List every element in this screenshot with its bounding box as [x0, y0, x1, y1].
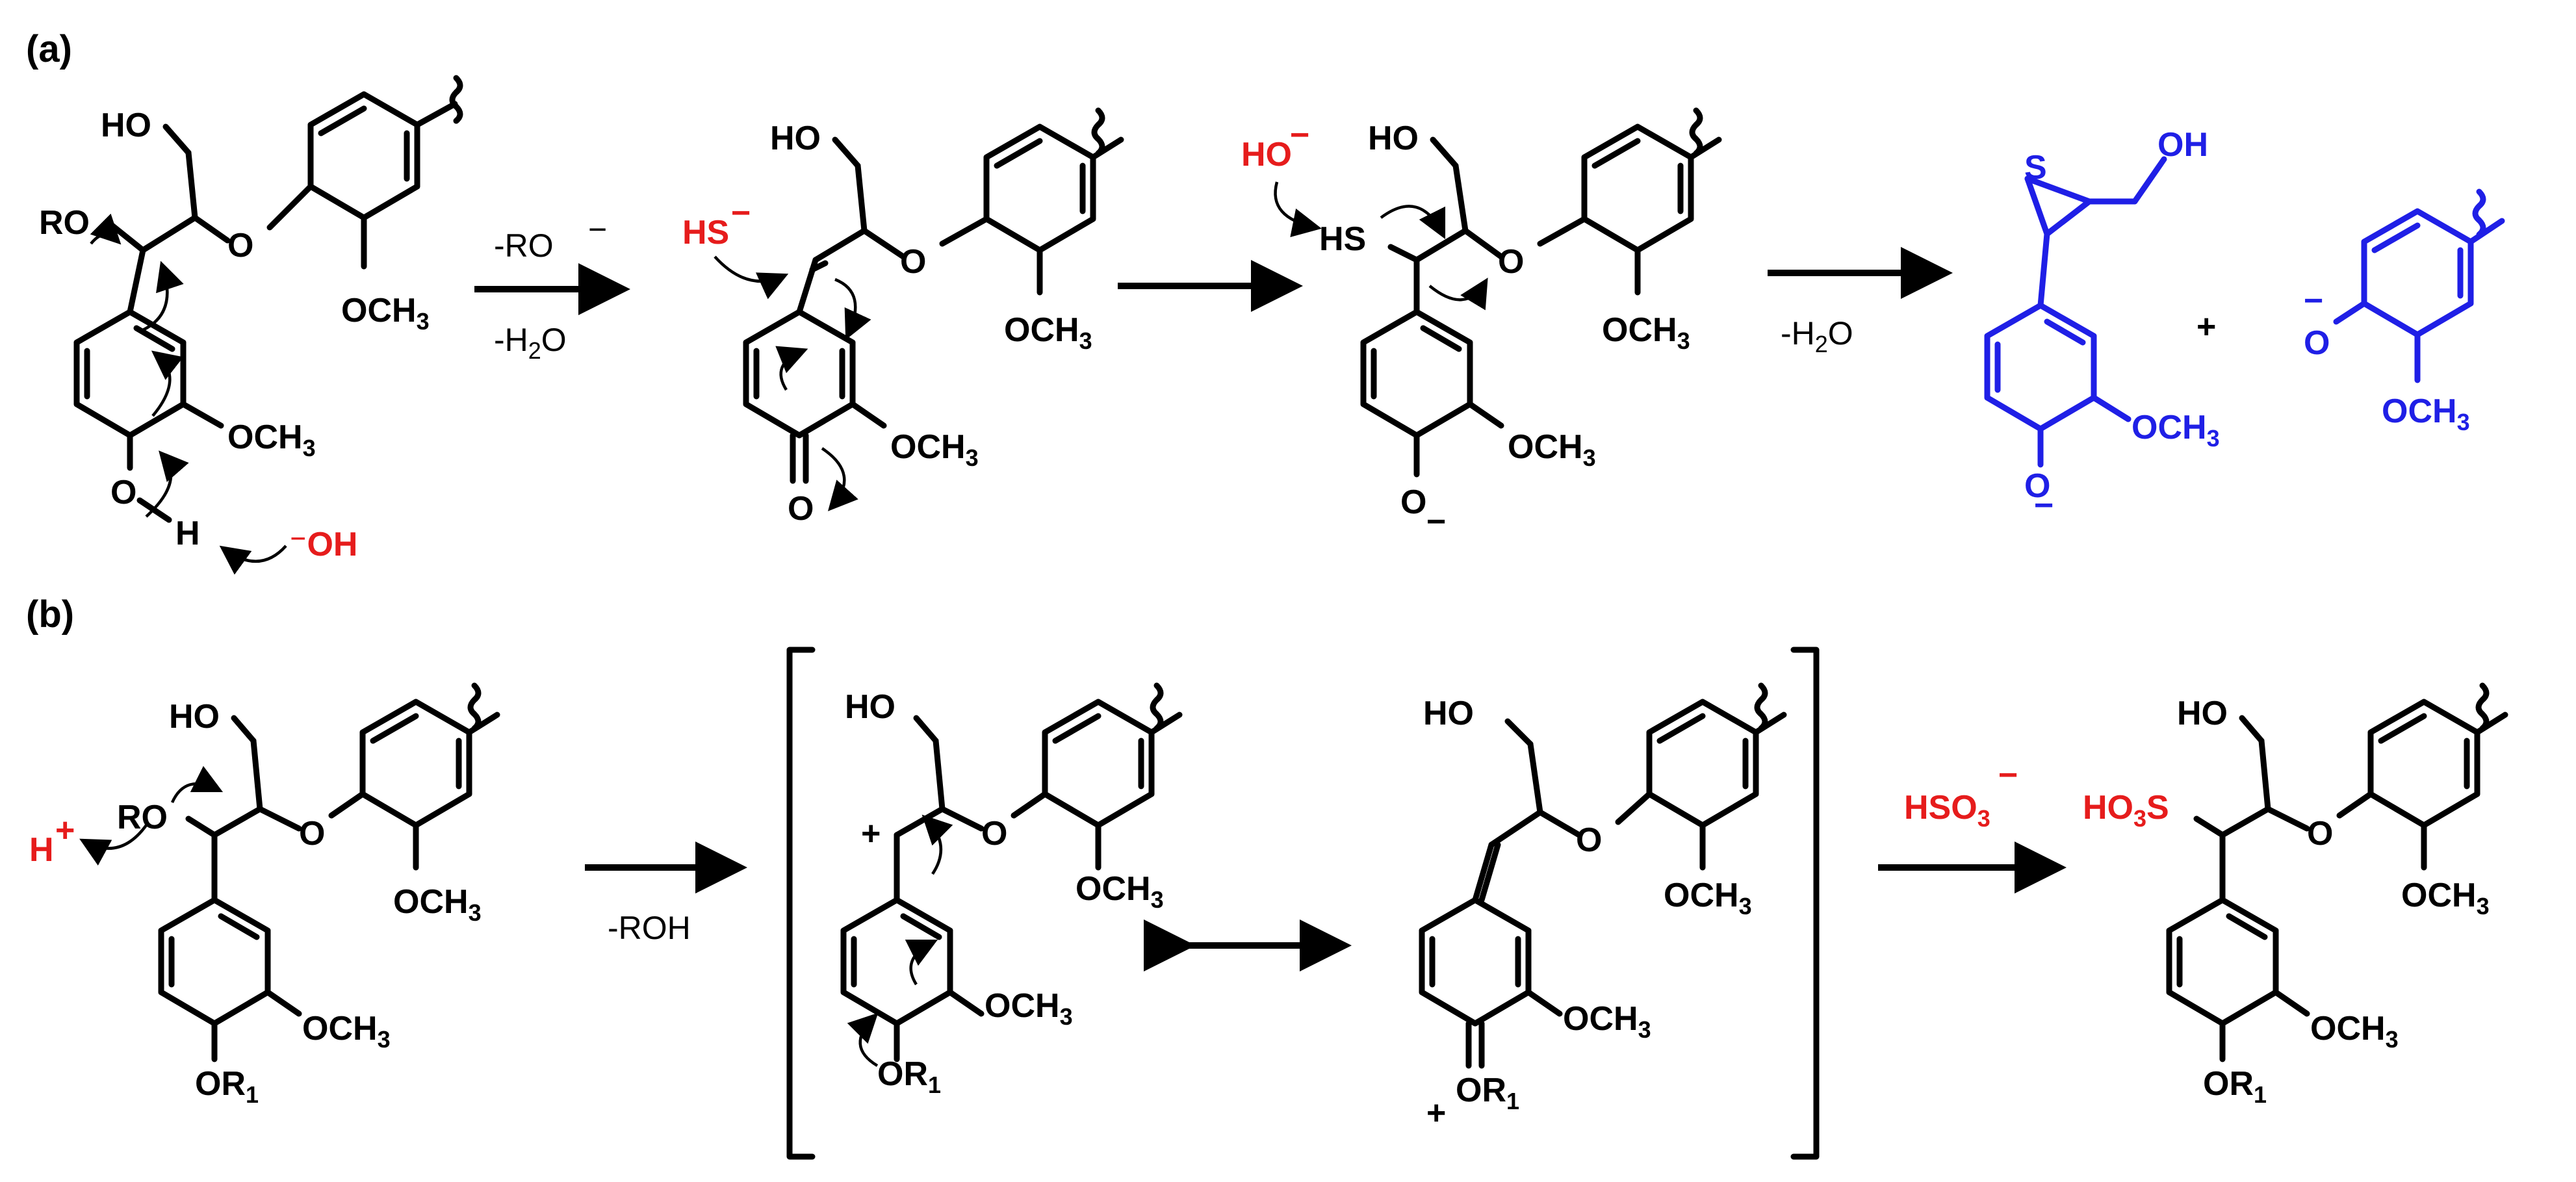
thiirane-o-minus: − [2034, 487, 2054, 524]
product-phenolate: O − OCH3 [2304, 188, 2505, 435]
b-step2-top: HSO3 [1904, 789, 1990, 832]
a-step1-top: -RO [494, 227, 554, 264]
b4-ether-o: O [2307, 815, 2333, 853]
a2-hs: HS [682, 214, 729, 251]
b4-och3-top: OCH3 [2401, 877, 2490, 919]
a2-och3-top: OCH3 [1004, 311, 1092, 354]
bracket-right [1790, 647, 1820, 1160]
a3-ether-o: O [1498, 243, 1524, 281]
a3-och3-ring: OCH3 [1508, 428, 1596, 471]
b-step1-bottom: -ROH [608, 910, 691, 946]
thiirane-o: O [2024, 467, 2050, 505]
structure-b2: HO + O OCH3 OCH3 OR1 [840, 682, 1183, 1098]
a3-phenolate-minus: − [1426, 503, 1446, 541]
product-thiirane: S OH OCH3 O − [1984, 126, 2220, 524]
phenolate-o: O [2304, 324, 2330, 362]
phenolate-o-minus: − [2304, 282, 2323, 320]
b4-ho: HO [2177, 695, 2228, 732]
structure-b1: HO RO O OCH3 OCH3 OR1 H + [29, 682, 500, 1108]
thiirane-oh: OH [2157, 126, 2208, 164]
b2-ho: HO [845, 688, 895, 726]
panel-label-b: (b) [26, 593, 74, 636]
panel-label-a: (a) [26, 28, 72, 70]
b3-or1: OR1 [1456, 1072, 1519, 1114]
a-step1-top-minus: − [588, 211, 607, 248]
b3-plus: + [1426, 1094, 1446, 1132]
a2-ho: HO [770, 120, 821, 157]
b2-plus: + [861, 815, 881, 853]
a1-ro: RO [39, 204, 90, 242]
a1-hydroxide: ⁻OH [289, 526, 357, 563]
b-step2-top-minus: − [1998, 756, 2018, 794]
a1-h: H [175, 515, 200, 552]
b1-ether-o: O [299, 815, 325, 853]
b4-och3-ring: OCH3 [2310, 1010, 2399, 1053]
structure-b4: HO HO3S O OCH3 OCH3 OR1 [2083, 682, 2508, 1108]
b1-h-plus: H [29, 831, 54, 869]
thiirane-s: S [2024, 149, 2047, 186]
a2-ether-o: O [900, 243, 926, 281]
a1-och3-top: OCH3 [341, 292, 430, 335]
b2-ether-o: O [981, 815, 1007, 853]
a-step3-bottom: -H2O [1781, 315, 1853, 357]
a3-sh: HS [1319, 220, 1366, 258]
a-step1-bottom: -H2O [494, 322, 567, 364]
a1-ether-o: O [227, 227, 253, 264]
a3-ho: HO [1368, 120, 1419, 157]
structure-a1: HO RO O OCH3 OCH3 O H ⁻OH [39, 75, 463, 575]
structure-a2: HO O OCH3 OCH3 O HS − [682, 107, 1124, 528]
b1-och3-top: OCH3 [393, 883, 482, 926]
product-plus: + [2196, 308, 2216, 346]
a3-phenolate-o: O [1400, 483, 1426, 521]
a3-ho: HO [1241, 136, 1292, 173]
b1-or1: OR1 [195, 1065, 259, 1108]
bracket-left [786, 647, 816, 1160]
b2-och3-top: OCH3 [1075, 870, 1164, 913]
b1-och3-ring: OCH3 [302, 1010, 391, 1053]
phenolate-och3: OCH3 [2382, 392, 2470, 435]
b4-or1: OR1 [2203, 1065, 2267, 1108]
a3-och3-top: OCH3 [1602, 311, 1690, 354]
a1-phenol-o: O [110, 474, 136, 511]
b3-och3-ring: OCH3 [1563, 1000, 1651, 1043]
a1-ho: HO [101, 107, 151, 144]
a2-hs-minus: − [731, 194, 751, 232]
b3-ether-o: O [1576, 821, 1602, 859]
b2-och3-ring: OCH3 [985, 987, 1073, 1030]
structure-a3: HO HS O OCH3 OCH3 O − HO − [1241, 107, 1722, 541]
a3-ho-minus: − [1290, 116, 1309, 154]
b1-h-plus-sign: + [55, 812, 75, 849]
b4-ho3s: HO3S [2083, 789, 2169, 832]
a1-och3-ring: OCH3 [227, 418, 316, 461]
b3-och3-top: OCH3 [1664, 877, 1752, 919]
a2-carbonyl-o: O [788, 490, 814, 528]
b2-or1: OR1 [877, 1055, 941, 1098]
thiirane-och3: OCH3 [2132, 409, 2220, 452]
b3-ho: HO [1423, 695, 1474, 732]
a2-och3-ring: OCH3 [890, 428, 979, 471]
b1-ho: HO [169, 698, 220, 736]
structure-b3: HO O OCH3 OCH3 OR1 + [1419, 682, 1787, 1132]
